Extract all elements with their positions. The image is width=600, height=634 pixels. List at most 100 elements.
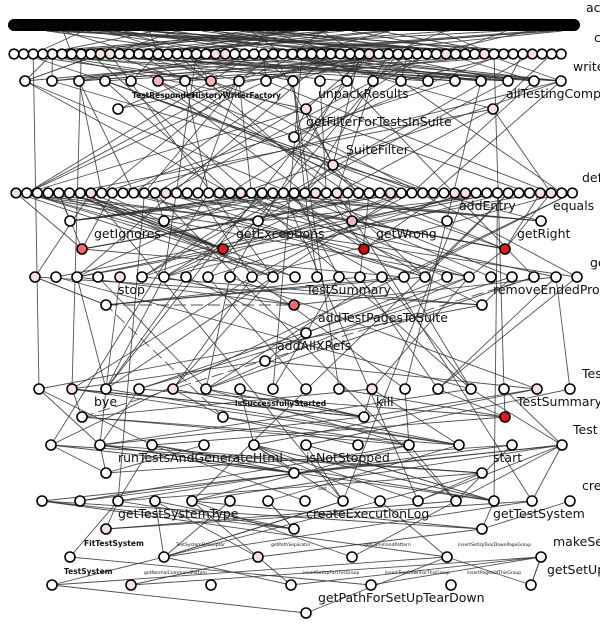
graph-node (217, 411, 229, 423)
graph-node (476, 299, 488, 311)
graph-edge (50, 444, 107, 474)
graph-edge (239, 388, 365, 418)
graph-edge (351, 500, 457, 558)
graph-node (56, 48, 68, 60)
label-createexecutionlog: createExecutionLog (306, 506, 429, 521)
graph-edge (205, 276, 231, 390)
graph-edge (305, 53, 370, 110)
graph-node (535, 215, 547, 227)
graph-node (46, 579, 58, 591)
graph-edge (257, 528, 483, 558)
graph-node (203, 187, 215, 199)
graph-edge (76, 192, 498, 278)
graph-edge (105, 276, 187, 390)
graph-node (363, 187, 375, 199)
graph-edge (104, 80, 423, 194)
graph-node (526, 495, 538, 507)
graph-node (125, 75, 137, 87)
label-equals: equals (553, 198, 594, 213)
graph-node (427, 187, 439, 199)
graph-edge (76, 192, 541, 278)
graph-node (327, 159, 339, 171)
graph-edge (379, 500, 448, 558)
graph-node (8, 48, 20, 60)
graph-node (333, 383, 345, 395)
graph-node (99, 75, 111, 87)
graph-node (104, 48, 116, 60)
graph-node (27, 48, 39, 60)
graph-node (133, 383, 145, 395)
graph-edge (264, 332, 307, 362)
graph-node (138, 187, 150, 199)
label-add: add (318, 486, 327, 492)
graph-node (31, 187, 44, 199)
graph-node (296, 48, 308, 60)
label-addallxrefs: addAllXRefs (277, 338, 351, 353)
graph-node (142, 48, 154, 60)
graph-node (485, 271, 497, 283)
graph-node (513, 187, 525, 199)
graph-nodes (8, 48, 583, 619)
label-getpathforsetupteardown: getPathForSetUpTearDown (318, 590, 485, 605)
graph-node (300, 327, 312, 339)
graph-node (113, 48, 126, 60)
graph-node (202, 271, 214, 283)
graph-node (125, 579, 137, 591)
graph-node (564, 383, 576, 395)
graph-node (465, 383, 477, 395)
label-stop: stop (118, 282, 145, 297)
graph-edge (381, 276, 472, 390)
graph-edge (51, 556, 165, 586)
graph-edge (555, 276, 571, 390)
graph-node (74, 187, 86, 199)
graph-node (491, 187, 504, 199)
graph-node (248, 48, 260, 60)
graph-node (162, 48, 174, 60)
graph-node (262, 495, 274, 507)
graph-node (352, 187, 365, 199)
graph-node (502, 75, 514, 87)
graph-node (346, 215, 358, 227)
graph-edge (336, 80, 374, 194)
graph-node (334, 48, 347, 60)
label-kill: kill (376, 394, 394, 409)
graph-edge (305, 444, 495, 502)
graph-edge (319, 80, 327, 194)
graph-edge (320, 53, 535, 278)
graph-node (29, 271, 41, 283)
graph-node (252, 551, 264, 563)
graph-edge (229, 53, 360, 278)
graph-node (523, 187, 536, 199)
graph-edge (184, 80, 348, 194)
graph-node (260, 75, 272, 87)
label-ge: ge (590, 255, 600, 270)
graph-edge (493, 192, 498, 502)
graph-node (556, 187, 568, 199)
graph-node (42, 187, 54, 199)
graph-edge (191, 192, 509, 502)
graph-edge (197, 80, 240, 194)
graph-node (224, 187, 236, 199)
graph-node (267, 48, 279, 60)
label-suitefilter: SuiteFilter (346, 142, 410, 157)
graph-edge (138, 388, 506, 418)
graph-edge (76, 53, 332, 278)
label-insertteardownforthisgroup: insertTearDownForThisGroup (385, 570, 450, 576)
graph-edge (32, 53, 40, 390)
graph-edge (104, 80, 231, 194)
graph-edge (238, 53, 274, 82)
graph-node (412, 495, 424, 507)
graph-node (564, 495, 576, 507)
graph-node (354, 48, 366, 60)
graph-edge (371, 388, 460, 446)
graph-edge (79, 444, 410, 502)
graph-edge (81, 248, 405, 278)
graph-node (506, 271, 518, 283)
graph-edge (38, 304, 483, 390)
graph-node (10, 187, 22, 199)
graph-node (149, 495, 161, 507)
graph-node (470, 187, 482, 199)
graph-edge (69, 500, 119, 558)
graph-edge (50, 192, 209, 446)
graph-edge (250, 30, 284, 55)
